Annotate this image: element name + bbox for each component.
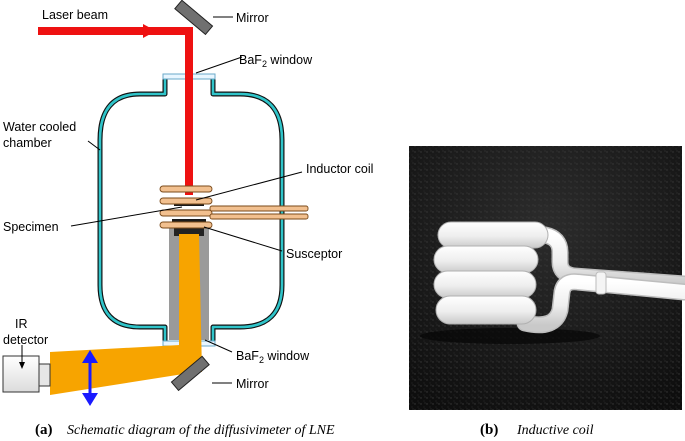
leader-lines — [21, 16, 303, 384]
coil-leads — [516, 226, 685, 334]
laser-beam-path — [38, 24, 193, 195]
inductor-coil — [159, 185, 309, 229]
mirror-top — [174, 0, 214, 36]
label-mirror-bottom: Mirror — [236, 377, 269, 391]
label-chamber-line1: Water cooled — [3, 120, 76, 134]
caption-a-letter: (a) — [35, 422, 53, 438]
ir-pointer-arrowhead — [19, 362, 25, 369]
label-ir-line1: IR — [15, 317, 28, 331]
label-window-bottom-suffix: window — [264, 349, 310, 363]
label-window-top-suffix: window — [267, 53, 313, 67]
label-laser-beam: Laser beam — [42, 8, 108, 22]
coil-photo — [409, 146, 685, 410]
label-ir-line2: detector — [3, 333, 48, 347]
label-susceptor: Susceptor — [286, 247, 342, 261]
captions: (a) Schematic diagram of the diffusivime… — [35, 422, 594, 438]
ir-beam-vertical — [179, 234, 199, 370]
coil-turns — [433, 221, 549, 325]
mirror-bottom — [170, 355, 210, 392]
water-cooled-chamber — [97, 78, 285, 343]
caption-a-text: Schematic diagram of the diffusivimeter … — [67, 423, 335, 438]
caption-b-letter: (b) — [480, 422, 498, 438]
label-inductor-coil: Inductor coil — [306, 162, 373, 176]
label-window-bottom-prefix: BaF — [236, 349, 259, 363]
label-mirror-top: Mirror — [236, 11, 269, 25]
label-specimen: Specimen — [3, 220, 59, 234]
label-window-top-sub: 2 — [262, 59, 267, 69]
coil-shadow — [420, 328, 600, 344]
label-window-top: BaF2 window — [239, 53, 313, 69]
label-window-bottom-sub: 2 — [259, 355, 264, 365]
double-arrow-icon — [82, 350, 98, 406]
label-window-top-prefix: BaF — [239, 53, 262, 67]
label-window-bottom: BaF2 window — [236, 349, 310, 365]
label-chamber-line2: chamber — [3, 136, 52, 150]
ir-detector — [2, 355, 51, 393]
caption-b-text: Inductive coil — [516, 423, 594, 438]
schematic-panel: Laser beam Mirror BaF2 window Water cool… — [2, 0, 373, 406]
